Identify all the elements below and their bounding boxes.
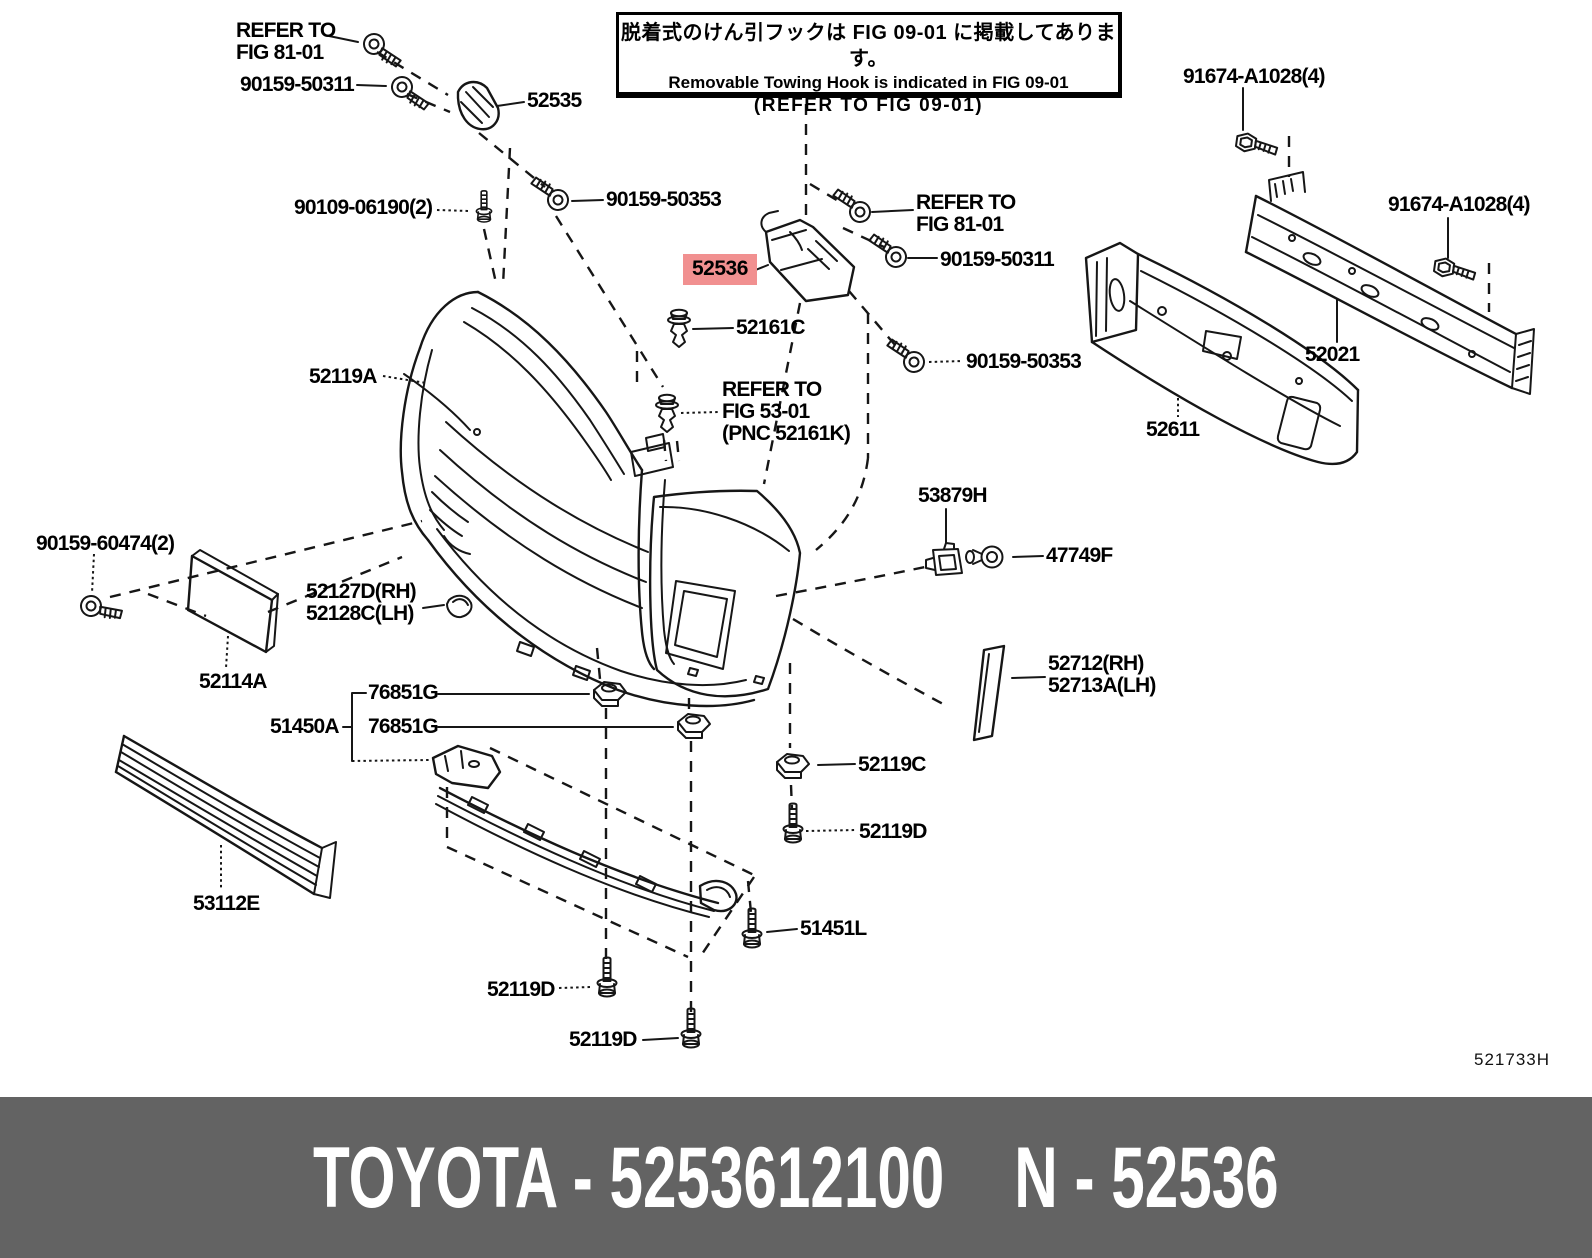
part-label-51450A[interactable]: 51450A xyxy=(270,715,340,738)
clip-icon xyxy=(776,753,810,779)
part-label-52119D-right[interactable]: 52119D xyxy=(859,820,927,843)
screw-icon xyxy=(387,73,435,112)
bolt-icon xyxy=(1432,256,1478,282)
part-label-90159-50311-left[interactable]: 90159-50311 xyxy=(240,73,355,96)
part-label-52119D-left[interactable]: 52119D xyxy=(487,978,555,1001)
screw-icon xyxy=(863,232,911,271)
footer-part-number: TOYOTA - 5253612100 xyxy=(313,1129,945,1226)
footer-pnc: N - 52536 xyxy=(1014,1129,1279,1226)
bolt-icon xyxy=(1234,131,1280,157)
sensor-bracket-icon xyxy=(925,542,963,576)
part-label-refer-fig53-01[interactable]: REFER TO FIG 53-01 (PNC 52161K) xyxy=(722,378,851,445)
part-label-52535[interactable]: 52535 xyxy=(527,89,582,112)
bumper-side-support-drawing xyxy=(760,210,856,303)
bolt-icon xyxy=(596,956,618,998)
part-label-91674-A1028-b[interactable]: 91674-A1028(4) xyxy=(1388,193,1531,216)
screw-icon xyxy=(827,187,875,226)
part-label-91674-A1028-a[interactable]: 91674-A1028(4) xyxy=(1183,65,1326,88)
side-seal-strip-drawing xyxy=(972,644,1006,742)
part-label-52161C[interactable]: 52161C xyxy=(736,316,806,339)
part-label-51451L[interactable]: 51451L xyxy=(800,917,867,940)
note-line-english: Removable Towing Hook is indicated in FI… xyxy=(668,73,1069,92)
grommet-icon xyxy=(965,545,1004,569)
part-label-90109-06190[interactable]: 90109-06190(2) xyxy=(294,196,433,219)
part-label-53112E[interactable]: 53112E xyxy=(193,892,260,915)
hole-cover-icon xyxy=(446,594,473,619)
part-label-90159-50353-right[interactable]: 90159-50353 xyxy=(966,350,1082,373)
bumper-mounting-bracket-drawing xyxy=(456,80,500,131)
bolt-icon xyxy=(782,802,804,844)
bolt-icon xyxy=(741,907,763,949)
fasteners xyxy=(78,30,1478,1049)
label-leader-lines xyxy=(91,35,1449,1041)
assembly-guide-lines xyxy=(109,50,1491,1012)
footer-banner-text: TOYOTA - 5253612100 N - 52536 xyxy=(313,1135,1279,1221)
screw-icon xyxy=(525,175,573,214)
part-label-52114A[interactable]: 52114A xyxy=(199,670,267,693)
note-line-japanese: 脱着式のけん引フックは FIG 09-01 に掲載してあります。 xyxy=(621,22,1116,70)
part-label-52712-52713A[interactable]: 52712(RH) 52713A(LH) xyxy=(1048,652,1156,697)
note-line-refer: (REFER TO FIG 09-01) xyxy=(753,95,984,116)
engine-undercover-drawing xyxy=(431,744,755,959)
part-label-refer-fig81-01-left[interactable]: REFER TO FIG 81-01 xyxy=(236,19,336,64)
part-label-52611[interactable]: 52611 xyxy=(1146,418,1200,441)
energy-absorber-drawing xyxy=(1084,241,1360,466)
lower-grille-drawing xyxy=(114,734,337,899)
license-plate-bracket-drawing xyxy=(147,549,279,654)
footer-banner: TOYOTA - 5253612100 N - 52536 xyxy=(0,1097,1592,1258)
part-label-76851G-bottom[interactable]: 76851G xyxy=(368,715,439,738)
front-bumper-cover-drawing xyxy=(399,290,802,708)
screw-icon xyxy=(359,30,407,69)
part-label-90159-50311-right[interactable]: 90159-50311 xyxy=(940,248,1055,271)
part-label-refer-fig81-01-right[interactable]: REFER TO FIG 81-01 xyxy=(916,191,1016,236)
part-label-76851G-top[interactable]: 76851G xyxy=(368,681,439,704)
part-label-90159-50353-left[interactable]: 90159-50353 xyxy=(606,188,722,211)
part-label-52127D-52128C[interactable]: 52127D(RH) 52128C(LH) xyxy=(306,580,417,625)
part-label-90159-60474[interactable]: 90159-60474(2) xyxy=(36,532,175,555)
part-label-53879H[interactable]: 53879H xyxy=(918,484,988,507)
clip-icon xyxy=(667,308,691,348)
figure-code: 521733H xyxy=(1474,1050,1551,1069)
part-label-52119A[interactable]: 52119A xyxy=(309,365,377,388)
exploded-parts-drawing xyxy=(78,30,1535,1049)
bolt-icon xyxy=(680,1007,702,1049)
part-label-47749F[interactable]: 47749F xyxy=(1046,544,1113,567)
screw-icon xyxy=(881,337,929,376)
part-label-52119D-center[interactable]: 52119D xyxy=(569,1028,637,1051)
part-label-52021[interactable]: 52021 xyxy=(1305,343,1360,366)
clip-icon xyxy=(677,713,711,739)
bumper-reinforcement-drawing xyxy=(1244,171,1535,395)
part-label-52119C[interactable]: 52119C xyxy=(858,753,926,776)
part-label-52536[interactable]: 52536 xyxy=(683,254,757,285)
bolt-icon xyxy=(475,190,493,223)
towing-hook-note-box: 脱着式のけん引フックは FIG 09-01 に掲載してあります。 Removab… xyxy=(616,12,1122,116)
clip-icon xyxy=(655,393,679,433)
